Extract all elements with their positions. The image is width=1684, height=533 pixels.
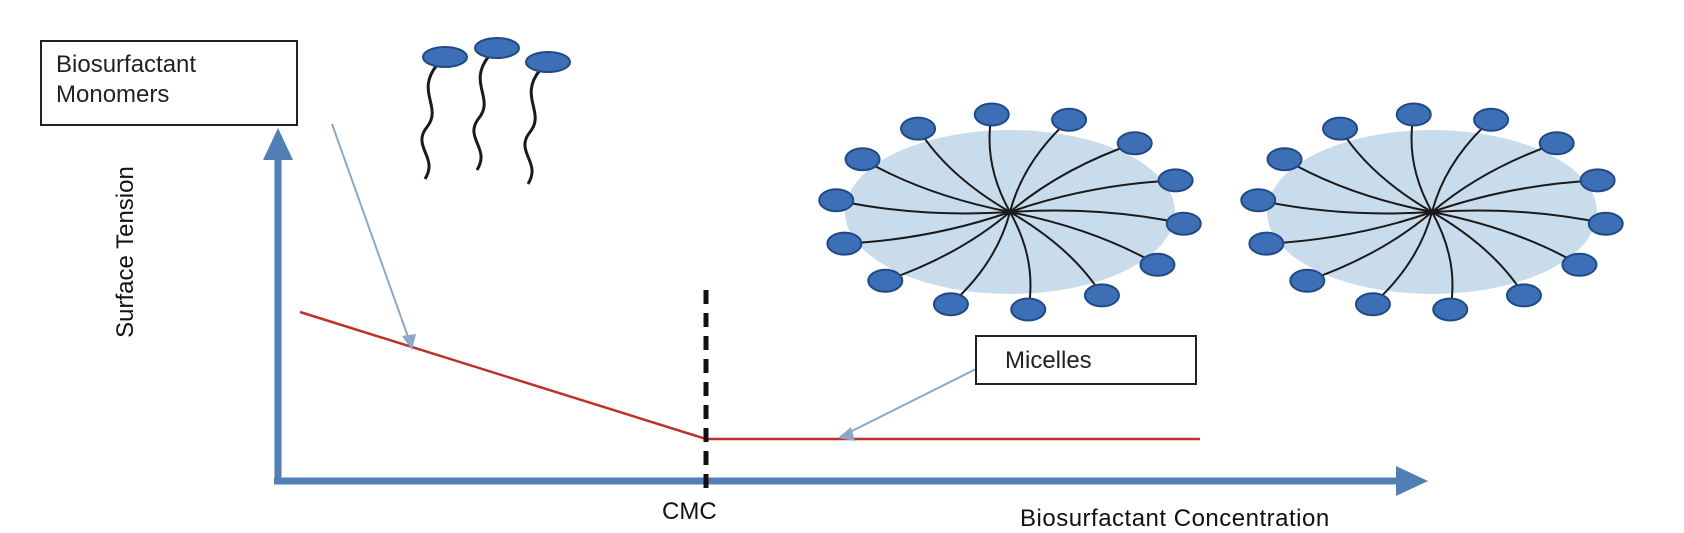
micelles-label: Micelles [1005, 347, 1092, 374]
micelle-head-icon [1538, 131, 1575, 156]
micelle-left [818, 102, 1202, 322]
micelle-head-icon [932, 292, 969, 317]
micelle-tail [884, 211, 1011, 282]
micelle-tail [862, 158, 1011, 213]
micelle-head-icon [826, 231, 863, 256]
micelle-head-icon [1505, 283, 1542, 308]
micelle-tail [1284, 158, 1433, 213]
micelle-tail [836, 199, 1011, 215]
monomers-label-line1: Biosurfactant [56, 51, 197, 78]
micelle-head-icon [1395, 102, 1432, 127]
micelle-tail [1431, 142, 1558, 213]
x-axis-arrow-icon [1396, 466, 1428, 496]
micelle-head-icon [973, 102, 1010, 127]
x-axis-label: Biosurfactant Concentration [1020, 505, 1330, 532]
micelle-head-icon [1248, 231, 1285, 256]
micelle-head-icon [1157, 168, 1194, 193]
micelle-tail [1258, 199, 1433, 215]
micelles-pointer [839, 367, 979, 438]
micelle-tail [844, 211, 1011, 245]
micelle-head-icon [818, 188, 855, 213]
monomer-group [420, 37, 571, 185]
micelle-head-icon [1266, 147, 1303, 172]
monomer-head-icon [422, 46, 468, 68]
micelle-head-icon [1322, 116, 1359, 141]
micelles-label-box: Micelles [975, 335, 1197, 385]
micelle-head-icon [1561, 252, 1598, 277]
monomer-tail [472, 55, 491, 171]
y-axis-label: Surface Tension [112, 166, 139, 338]
monomers-pointer-head-icon [402, 334, 416, 350]
micelle-tail [1431, 211, 1580, 266]
monomer-head-icon [525, 51, 571, 73]
micelle-tail [1009, 211, 1158, 266]
micelle-tail [1431, 179, 1598, 213]
micelle-tail [1431, 209, 1606, 225]
micelle-head-icon [1240, 188, 1277, 213]
micelle-head-icon [1579, 168, 1616, 193]
micelle-head-icon [1139, 252, 1176, 277]
monomer-tail [420, 64, 439, 180]
y-axis-arrow-icon [263, 128, 293, 160]
micelle-head-icon [1289, 268, 1326, 293]
micelle-head-icon [900, 116, 937, 141]
cmc-label: CMC [662, 498, 717, 525]
micelle-head-icon [867, 268, 904, 293]
micelle-tail [1009, 209, 1184, 225]
monomer-head-icon [474, 37, 520, 59]
micelle-head-icon [1083, 283, 1120, 308]
micelles-pointer-head-icon [838, 427, 855, 441]
monomer-tail [523, 69, 542, 185]
micelle-head-icon [1116, 131, 1153, 156]
micelle-tail [1009, 142, 1136, 213]
micelle-head-icon [1432, 297, 1469, 322]
micelle-tail [1009, 179, 1176, 213]
micelle-head-icon [1165, 211, 1202, 236]
monomers-label-box: Biosurfactant Monomers [40, 40, 298, 126]
micelle-head-icon [1010, 297, 1047, 322]
micelle-tail [1306, 211, 1433, 282]
micelle-tail [1266, 211, 1433, 245]
micelle-head-icon [1587, 211, 1624, 236]
micelle-head-icon [1473, 107, 1510, 132]
micelle-head-icon [1354, 292, 1391, 317]
monomers-pointer [331, 123, 413, 349]
micelle-head-icon [1051, 107, 1088, 132]
monomers-label-line2: Monomers [56, 81, 170, 108]
micelle-right [1240, 102, 1624, 322]
micelle-head-icon [844, 147, 881, 172]
